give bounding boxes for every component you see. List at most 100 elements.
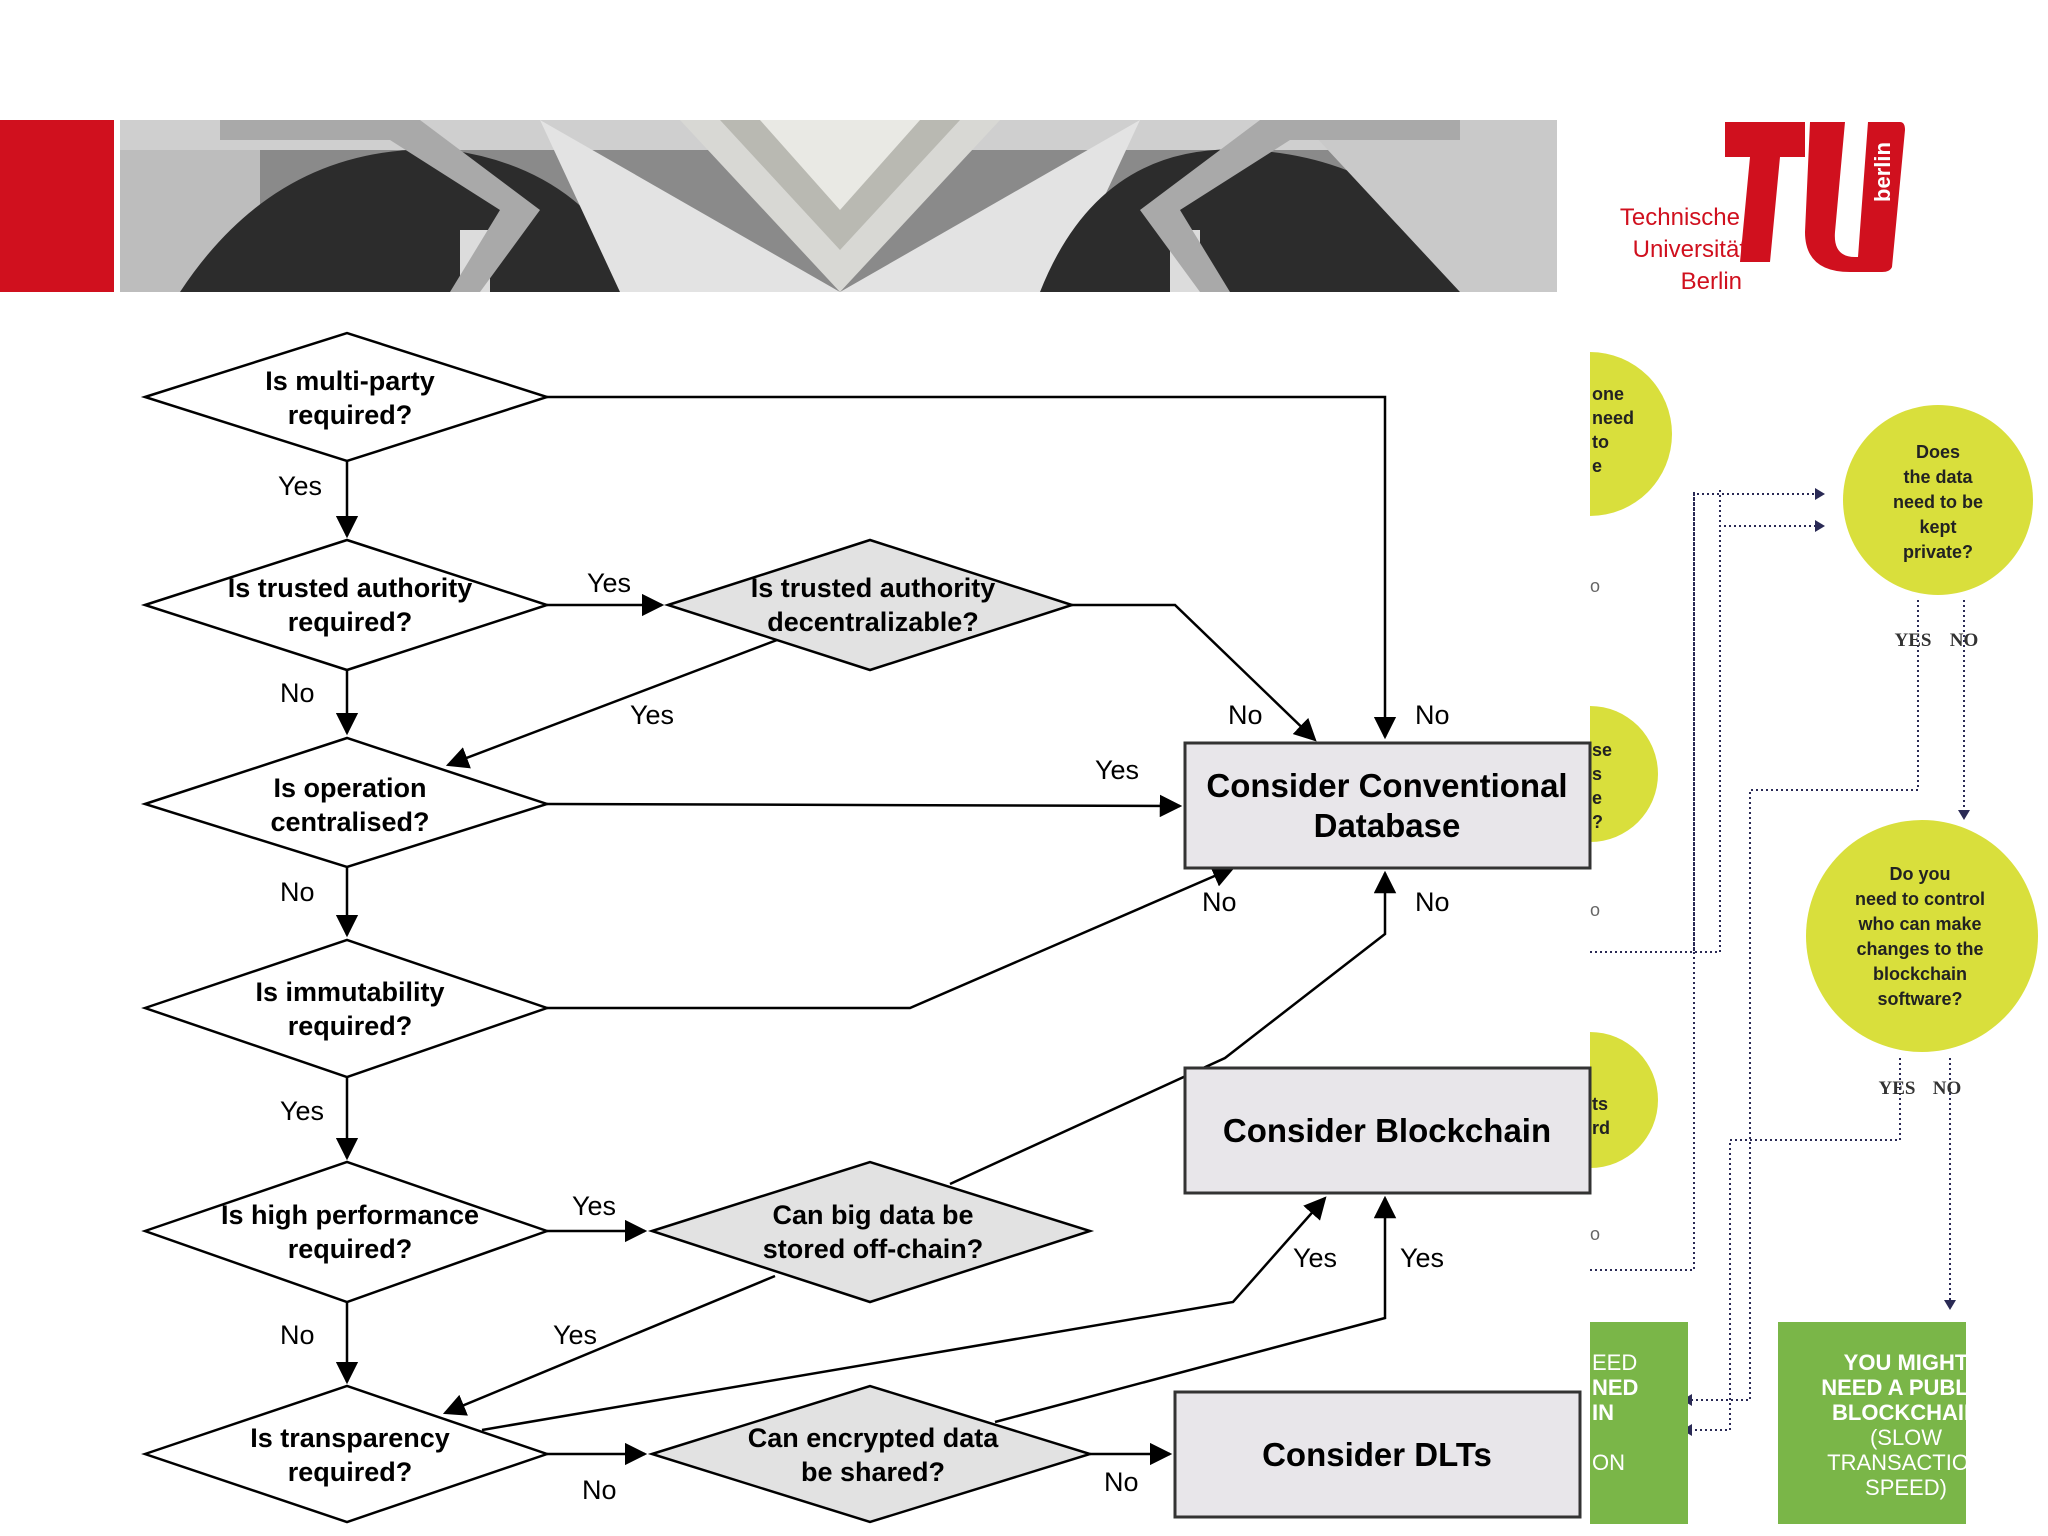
control-q-line-4: changes to the	[1856, 939, 1983, 959]
private-question-circle	[1843, 405, 2033, 595]
right-result-line-5: TRANSACTION	[1827, 1450, 1985, 1475]
private-q-line-5: private?	[1903, 542, 1973, 562]
control-question-circle	[1806, 820, 2038, 1052]
private-q-line-3: need to be	[1893, 492, 1983, 512]
outcome-blockchain-label: Consider Blockchain	[1223, 1112, 1551, 1149]
label-q2-no: No	[280, 678, 315, 708]
logo-line-2: Universität	[1633, 236, 1747, 263]
label-q7-yes: Yes	[553, 1320, 597, 1350]
left-result-line-5: ON	[1592, 1450, 1625, 1475]
logo-side-text: berlin	[1870, 142, 1895, 202]
left-result-line-1: EED	[1592, 1350, 1637, 1375]
logo-line-1: Technische	[1620, 204, 1740, 231]
edge-q7-no	[949, 870, 1397, 1186]
q8-line-2: required?	[288, 1457, 413, 1487]
decision-multi-party	[140, 331, 552, 463]
right-result-line-4: (SLOW	[1870, 1425, 1942, 1450]
right-result-line-6: SPEED)	[1865, 1475, 1947, 1500]
c1-line-1: one	[1592, 384, 1624, 404]
q3-line-1: Is trusted authority	[751, 573, 996, 603]
c1-line-3: to	[1592, 432, 1609, 452]
edge-q9-yes	[994, 1195, 1397, 1424]
control-q-line-6: software?	[1877, 989, 1962, 1009]
label-q3-no: No	[1228, 700, 1263, 730]
edge-q7-yes	[442, 1274, 776, 1416]
decision-immutability	[141, 938, 551, 1079]
label-q4-no: No	[280, 877, 315, 907]
edge-q1-no	[545, 395, 1397, 740]
q1-line-2: required?	[288, 400, 413, 430]
label-q6-yes: Yes	[572, 1191, 616, 1221]
control-yes-label: YES	[1879, 1078, 1916, 1099]
q6-line-2: required?	[288, 1234, 413, 1264]
label-q7-no: No	[1415, 887, 1450, 917]
right-result-line-2: NEED A PUBLIC	[1821, 1375, 1991, 1400]
logo-line-3: Berlin	[1681, 268, 1742, 295]
q5-line-1: Is immutability	[255, 977, 444, 1007]
q1-line-1: Is multi-party	[265, 366, 435, 396]
c2-line-4: ?	[1592, 812, 1603, 832]
c2-line-2: s	[1592, 764, 1602, 784]
connector-2	[1719, 490, 1815, 527]
q5-line-2: required?	[288, 1011, 413, 1041]
label-q2-yes: Yes	[587, 568, 631, 598]
private-yes-label: YES	[1895, 630, 1932, 651]
label-q6-no: No	[280, 1320, 315, 1350]
c1-line-2: need	[1592, 408, 1634, 428]
label-q4-yes: Yes	[1095, 755, 1139, 785]
q7-line-2: stored off-chain?	[763, 1234, 984, 1264]
label-q3-yes: Yes	[630, 700, 674, 730]
c1-line-4: e	[1592, 456, 1602, 476]
private-q-line-2: the data	[1903, 467, 1973, 487]
q9-line-1: Can encrypted data	[748, 1423, 1000, 1453]
tu-berlin-logo: berlin Technische Universität Berlin	[1600, 112, 1940, 312]
edge-q3-yes	[445, 638, 778, 769]
blockchain-decision-flowchart: Is multi-party required? Is trusted auth…	[140, 331, 1592, 1524]
decision-big-data-offchain	[647, 1160, 1095, 1304]
control-q-line-5: blockchain	[1873, 964, 1967, 984]
label-q1-no: No	[1415, 700, 1450, 730]
label-q8-no: No	[582, 1475, 617, 1505]
label-q5-no: No	[1202, 887, 1237, 917]
q7-line-1: Can big data be	[772, 1200, 973, 1230]
edge-q4-yes	[546, 794, 1183, 818]
side-infographic: one need to e se s e ? ts rd o o o	[1590, 300, 2048, 1536]
frag-o-2: o	[1590, 900, 1600, 920]
header-photo	[120, 120, 1557, 292]
q4-line-1: Is operation	[273, 773, 426, 803]
right-result-line-1: YOU MIGHT	[1844, 1350, 1969, 1375]
control-q-line-3: who can make	[1857, 914, 1981, 934]
outcome-blockchain	[1183, 1066, 1592, 1195]
header-red-block	[0, 120, 114, 292]
left-result-line-3: IN	[1592, 1400, 1614, 1425]
private-no-label: NO	[1950, 630, 1979, 651]
control-no-label: NO	[1933, 1078, 1962, 1099]
q2-line-2: required?	[288, 607, 413, 637]
edge-q8-yes	[481, 1196, 1327, 1432]
right-result-box	[1778, 1322, 1966, 1524]
yellow-circle-3	[1590, 1032, 1658, 1168]
decision-trusted-authority	[140, 538, 552, 672]
side-infographic-graphic: one need to e se s e ? ts rd o o o	[1590, 352, 2038, 1524]
outcome-db-line-1: Consider Conventional	[1206, 767, 1567, 804]
private-q-line-1: Does	[1916, 442, 1960, 462]
c2-line-3: e	[1592, 788, 1602, 808]
label-q8-yes: Yes	[1293, 1243, 1337, 1273]
q2-line-1: Is trusted authority	[228, 573, 473, 603]
outcome-dlts	[1173, 1390, 1582, 1519]
label-q9-no: No	[1104, 1467, 1139, 1497]
frag-o-1: o	[1590, 576, 1600, 596]
left-result-box	[1590, 1322, 1688, 1524]
q4-line-2: centralised?	[270, 807, 429, 837]
frag-o-3: o	[1590, 1224, 1600, 1244]
q3-line-2: decentralizable?	[767, 607, 979, 637]
right-result-line-3: BLOCKCHAIN	[1832, 1400, 1980, 1425]
decision-centralised	[140, 736, 552, 869]
yellow-circle-1	[1590, 352, 1672, 516]
edge-q3-no	[1070, 603, 1317, 742]
connector-5	[1692, 1058, 1901, 1431]
q8-line-1: Is transparency	[250, 1423, 450, 1453]
label-q5-yes: Yes	[280, 1096, 324, 1126]
private-q-line-4: kept	[1919, 517, 1956, 537]
decision-high-performance	[141, 1160, 551, 1304]
